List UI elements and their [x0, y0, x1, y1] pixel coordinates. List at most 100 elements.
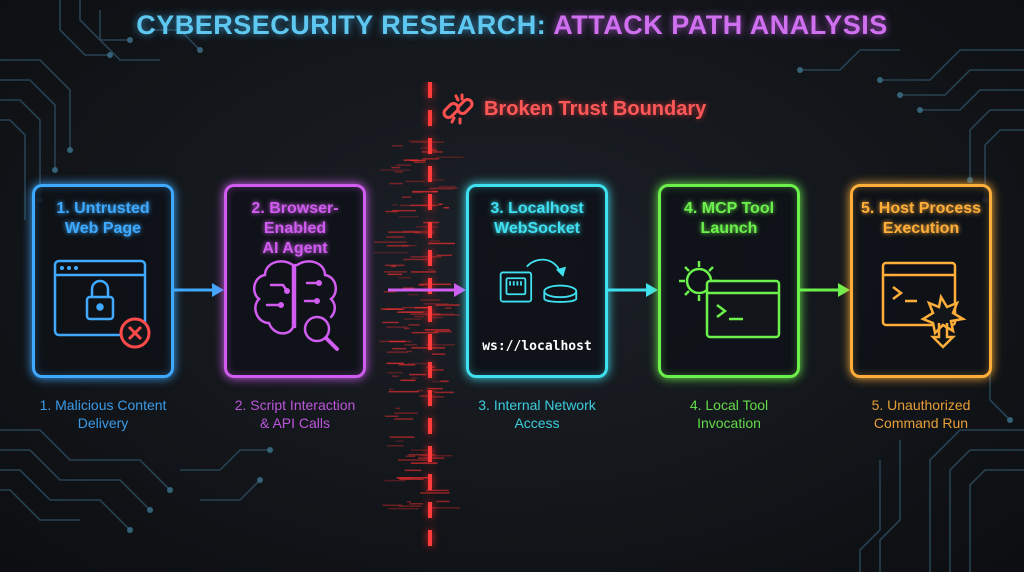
glitch-streak	[394, 412, 418, 414]
glitch-streak	[427, 387, 443, 390]
glitch-streak	[385, 210, 399, 213]
glitch-streak	[382, 321, 399, 324]
glitch-streak	[410, 313, 441, 315]
step-localhost-websocket: 3. Localhost WebSocket ws://localhost	[466, 184, 608, 378]
glitch-streak	[426, 314, 460, 316]
glitch-streak	[384, 415, 399, 417]
glitch-streak	[431, 316, 443, 319]
glitch-streak	[414, 315, 424, 318]
glitch-streak	[391, 265, 396, 268]
glitch-streak	[396, 477, 430, 479]
glitch-streak	[416, 226, 438, 228]
glitch-streak	[384, 271, 407, 273]
glitch-streak	[386, 362, 404, 365]
glitch-streak	[400, 379, 416, 382]
step-host-process-execution: 5. Host Process Execution	[850, 184, 992, 378]
trust-boundary-line	[428, 82, 432, 552]
step-title: 3. Localhost WebSocket	[490, 200, 584, 237]
glitch-streak	[398, 276, 411, 279]
glitch-streak	[395, 407, 400, 410]
glitch-streak	[392, 204, 398, 206]
glitch-streak	[403, 258, 432, 261]
glitch-streak	[424, 329, 450, 331]
step-caption-3: 3. Internal Network Access	[478, 397, 596, 431]
glitch-streak	[414, 232, 434, 234]
glitch-streak	[407, 362, 432, 365]
glitch-streak	[411, 331, 439, 334]
glitch-streak	[388, 231, 421, 233]
glitch-streak	[389, 182, 403, 185]
glitch-streak	[397, 459, 431, 461]
glitch-streak	[420, 147, 434, 149]
glitch-streak	[402, 244, 417, 247]
glitch-streak	[431, 396, 445, 398]
glitch-streak	[428, 149, 437, 151]
glitch-streak	[387, 371, 403, 374]
glitch-streak	[411, 271, 437, 273]
glitch-streak	[426, 489, 449, 492]
glitch-streak	[408, 324, 420, 326]
glitch-streak	[426, 344, 455, 346]
glitch-streak	[418, 454, 453, 457]
glitch-streak	[423, 303, 449, 305]
glitch-streak	[432, 380, 449, 383]
flow-arrow-1	[174, 283, 224, 297]
terminal-explosion-icon	[881, 261, 967, 349]
glitch-streak	[387, 445, 404, 447]
flow-arrow-2	[388, 283, 466, 297]
glitch-streak	[388, 340, 406, 343]
step-title: 1. Untrusted Web Page	[56, 200, 150, 237]
glitch-streak	[419, 492, 450, 494]
glitch-streak	[413, 161, 426, 164]
step-caption-2: 2. Script Interaction & API Calls	[234, 397, 356, 431]
glitch-streak	[394, 171, 403, 173]
glitch-streak	[391, 145, 403, 147]
glitch-streak	[373, 251, 408, 254]
glitch-streak	[434, 330, 452, 333]
glitch-streak	[411, 449, 434, 451]
glitch-streak	[432, 353, 446, 355]
glitch-streak	[388, 390, 419, 393]
glitch-streak	[432, 190, 437, 193]
glitch-streak	[411, 191, 423, 194]
glitch-streak	[397, 311, 424, 313]
glitch-streak	[404, 327, 410, 330]
glitch-streak	[404, 344, 417, 346]
glitch-streak	[435, 304, 460, 306]
glitch-streak	[401, 311, 432, 313]
glitch-streak	[409, 503, 424, 505]
glitch-streak	[427, 269, 435, 271]
gear-terminal-icon	[679, 261, 781, 339]
glitch-streak	[429, 240, 441, 242]
glitch-streak	[384, 479, 406, 482]
glitch-streak	[404, 318, 422, 320]
glitch-streak	[399, 478, 424, 480]
glitch-streak	[429, 187, 458, 189]
glitch-streak	[435, 156, 464, 158]
glitch-streak	[391, 375, 399, 377]
glitch-streak	[434, 391, 454, 394]
glitch-streak	[428, 188, 454, 190]
glitch-streak	[419, 283, 452, 286]
glitch-streak	[385, 264, 405, 267]
glitch-streak	[407, 350, 412, 353]
glitch-streak	[374, 241, 407, 243]
glitch-streak	[436, 500, 450, 503]
glitch-streak	[388, 507, 420, 510]
glitch-streak	[445, 307, 452, 309]
glitch-streak	[391, 166, 401, 169]
step-caption-1: 1. Malicious Content Delivery	[39, 397, 167, 431]
glitch-streak	[433, 313, 455, 315]
glitch-streak	[386, 236, 405, 238]
glitch-streak	[410, 141, 445, 143]
glitch-streak	[436, 254, 453, 257]
glitch-streak	[417, 284, 425, 286]
flow-arrow-3	[608, 283, 658, 297]
locked-browser-icon	[53, 259, 151, 349]
glitch-streak	[382, 504, 402, 507]
network-port-icon	[499, 258, 578, 303]
glitch-streak	[420, 299, 441, 301]
glitch-streak	[406, 455, 416, 457]
glitch-streak	[410, 204, 439, 207]
